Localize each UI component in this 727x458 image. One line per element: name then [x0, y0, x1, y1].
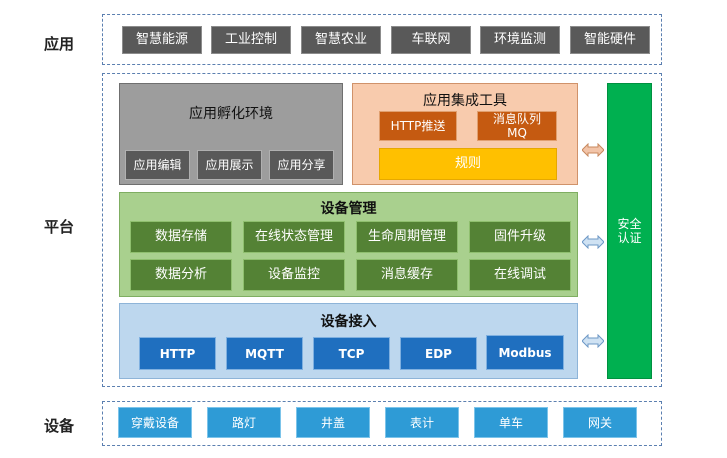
device-layer-frame	[102, 401, 662, 446]
data-storage[interactable]: 数据存储	[130, 221, 232, 253]
device-manhole-cover[interactable]: 井盖	[296, 407, 370, 438]
device-meter[interactable]: 表计	[385, 407, 459, 438]
device-wearable[interactable]: 穿戴设备	[118, 407, 192, 438]
row-label-app: 应用	[44, 35, 75, 53]
message-queue-abbr: MQ	[507, 126, 527, 140]
row-label-platform: 平台	[44, 218, 75, 236]
access-security-arrow-icon	[582, 334, 604, 348]
device-bicycle[interactable]: 单车	[474, 407, 548, 438]
integration-title: 应用集成工具	[423, 93, 507, 109]
incubation-edit[interactable]: 应用编辑	[125, 150, 190, 180]
incubation-title: 应用孵化环境	[189, 106, 273, 122]
online-debugging[interactable]: 在线调试	[469, 259, 571, 291]
integration-security-arrow-icon	[582, 143, 604, 157]
lifecycle-management[interactable]: 生命周期管理	[356, 221, 458, 253]
message-queue-button[interactable]: 消息队列 MQ	[477, 111, 557, 141]
app-smart-agriculture[interactable]: 智慧农业	[301, 26, 381, 54]
device-gateway[interactable]: 网关	[563, 407, 637, 438]
security-label-line1: 安全	[617, 217, 642, 231]
app-layer-frame	[102, 14, 662, 65]
security-label-line2: 认证	[617, 231, 642, 245]
protocol-edp[interactable]: EDP	[400, 337, 477, 370]
platform-layer-frame	[102, 73, 662, 387]
incubation-share[interactable]: 应用分享	[269, 150, 334, 180]
rules-button[interactable]: 规则	[379, 148, 557, 180]
data-analysis[interactable]: 数据分析	[130, 259, 232, 291]
device-management-title: 设备管理	[320, 201, 377, 217]
message-cache[interactable]: 消息缓存	[356, 259, 458, 291]
protocol-mqtt[interactable]: MQTT	[226, 337, 303, 370]
protocol-modbus[interactable]: Modbus	[486, 335, 564, 370]
device-access-title: 设备接入	[320, 314, 377, 330]
protocol-tcp[interactable]: TCP	[313, 337, 390, 370]
row-label-device: 设备	[44, 417, 75, 435]
security-authentication[interactable]: 安全 认证	[607, 83, 652, 379]
app-smart-hardware[interactable]: 智能硬件	[570, 26, 650, 54]
incubation-showcase[interactable]: 应用展示	[197, 150, 262, 180]
protocol-http[interactable]: HTTP	[139, 337, 216, 370]
app-industrial-control[interactable]: 工业控制	[211, 26, 291, 54]
device-streetlight[interactable]: 路灯	[207, 407, 281, 438]
firmware-upgrade[interactable]: 固件升级	[469, 221, 571, 253]
http-push-button[interactable]: HTTP推送	[379, 111, 457, 141]
management-security-arrow-icon	[582, 235, 604, 249]
app-smart-energy[interactable]: 智慧能源	[122, 26, 202, 54]
online-status-management[interactable]: 在线状态管理	[243, 221, 345, 253]
device-monitoring[interactable]: 设备监控	[243, 259, 345, 291]
message-queue-label: 消息队列	[492, 112, 541, 126]
app-environment-monitoring[interactable]: 环境监测	[480, 26, 560, 54]
app-connected-vehicle[interactable]: 车联网	[391, 26, 471, 54]
